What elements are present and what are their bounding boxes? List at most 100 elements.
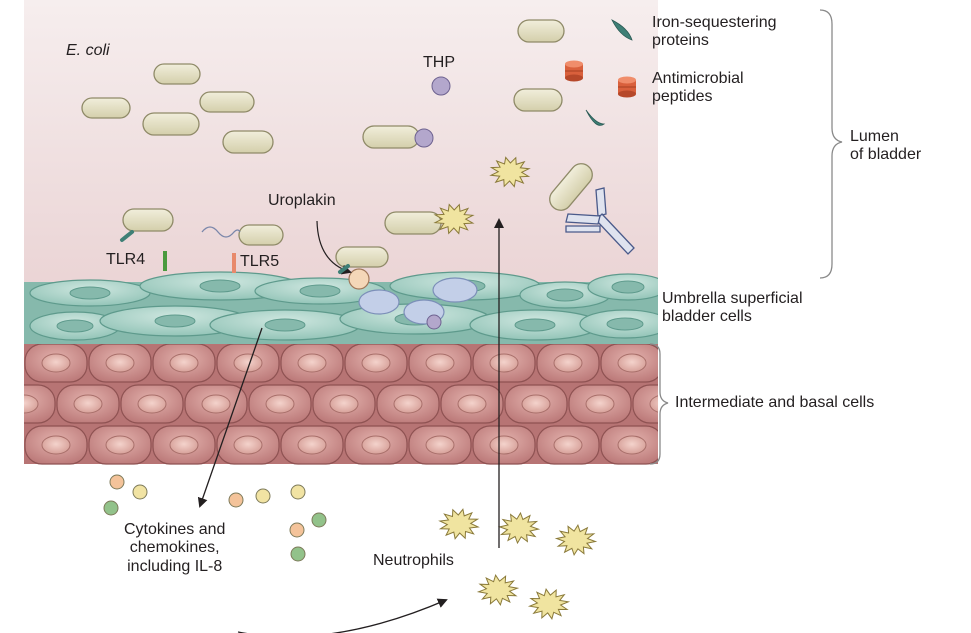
- uroplakin-bacterium-pilus: [338, 264, 350, 274]
- basal-cell: [248, 384, 312, 424]
- iron-sequestering-proteins: [585, 19, 633, 126]
- lumen-brace: [819, 9, 843, 279]
- cytokine-dot: [255, 488, 271, 504]
- e-coli-bacterium: [199, 91, 255, 113]
- umbrella-cell: [209, 309, 361, 341]
- thp-label: THP: [423, 54, 455, 71]
- e-coli-bacterium: [122, 208, 174, 232]
- neutrophil: [433, 203, 475, 235]
- intermediate-basal-cells-label: Intermediate and basal cells: [675, 394, 875, 411]
- iron-sequestering-proteins-label: Iron-sequestering proteins: [652, 14, 777, 50]
- basal-cell: [344, 425, 408, 465]
- basal-cell: [536, 343, 600, 383]
- basal-cell: [280, 343, 344, 383]
- neutrophils-label: Neutrophils: [373, 552, 454, 569]
- antimicrobial-peptides: [565, 60, 636, 98]
- umbrella-cell: [29, 311, 121, 341]
- e-coli-bacteria: [81, 19, 593, 268]
- umbrella-cell: [587, 273, 669, 301]
- basal-cell: [440, 384, 504, 424]
- e-coli-bacterium: [81, 97, 131, 119]
- basal-cell: [88, 425, 152, 465]
- cytokines-label: Cytokines and chemokines, including IL-8: [124, 521, 226, 575]
- basal-cell: [216, 343, 280, 383]
- recruitment-arrow: [237, 598, 448, 633]
- cytokine-dot: [311, 512, 327, 528]
- e-coli-bacterium: [142, 112, 200, 136]
- cytokine-release-arrow: [197, 327, 263, 508]
- neutrophil: [438, 508, 480, 540]
- basal-cell: [216, 425, 280, 465]
- neutrophil: [527, 588, 571, 620]
- basal-cell: [312, 384, 376, 424]
- e-coli-bacterium: [238, 224, 284, 246]
- antibody-icon: [565, 187, 635, 255]
- basal-cell: [472, 343, 536, 383]
- cytokine-dot: [228, 492, 244, 508]
- tlr5-label: TLR5: [240, 253, 280, 270]
- ecoli-label: E. coli: [66, 42, 110, 59]
- basal-cell: [184, 384, 248, 424]
- e-coli-bacterium: [153, 63, 201, 85]
- antimicrobial-peptides-label: Antimicrobial peptides: [652, 70, 744, 106]
- basal-cell: [408, 425, 472, 465]
- basal-cell: [280, 425, 344, 465]
- lumen-of-bladder-label: Lumen of bladder: [850, 128, 922, 164]
- uroplakin-vesicles: [358, 277, 478, 330]
- internalized-thp: [426, 314, 442, 330]
- cytokine-dot: [289, 522, 305, 538]
- basal-cell: [568, 384, 632, 424]
- cytokine-dot: [132, 484, 148, 500]
- e-coli-bacterium: [517, 19, 565, 43]
- umbrella-cells-label: Umbrella superficial bladder cells: [662, 290, 803, 326]
- basal-brace: [649, 343, 669, 465]
- tlr4-receptor: [163, 251, 167, 271]
- basal-cell: [536, 425, 600, 465]
- umbrella-cell: [579, 309, 671, 339]
- basal-cell: [152, 425, 216, 465]
- basal-cell: [120, 384, 184, 424]
- tlr4-label: TLR4: [106, 251, 146, 268]
- e-coli-bacterium: [335, 246, 389, 268]
- basal-cell: [376, 384, 440, 424]
- cytokine-dot: [109, 474, 125, 490]
- basal-cell: [408, 343, 472, 383]
- basal-cell: [24, 425, 88, 465]
- umbrella-cell: [469, 309, 601, 341]
- e-coli-bacterium: [222, 130, 274, 154]
- neutrophil: [489, 156, 531, 188]
- cytokines: [103, 474, 327, 562]
- e-coli-bacterium: [513, 88, 563, 112]
- neutrophil: [476, 573, 520, 607]
- basal-cell: [24, 343, 88, 383]
- basal-cell: [152, 343, 216, 383]
- tlr4-bacterium-pilus: [120, 230, 134, 242]
- uroplakin-label: Uroplakin: [268, 192, 336, 209]
- basal-cell: [88, 343, 152, 383]
- basal-cell: [600, 425, 664, 465]
- tlr5-receptor: [232, 253, 236, 273]
- umbrella-cell: [29, 279, 151, 307]
- cytokine-dot: [290, 546, 306, 562]
- neutrophil: [554, 523, 598, 557]
- neutrophils: [433, 156, 598, 620]
- umbrella-cell: [519, 281, 611, 309]
- basal-cell: [344, 343, 408, 383]
- cytokine-dot: [290, 484, 306, 500]
- intermediate-basal-cells: [0, 340, 698, 470]
- uroplakin-bead: [348, 268, 370, 290]
- flagellum-icon: [201, 226, 241, 238]
- neutrophil: [497, 511, 541, 545]
- e-coli-bacterium: [549, 163, 593, 211]
- thp-free: [431, 76, 451, 96]
- basal-cell: [504, 384, 568, 424]
- basal-cell: [472, 425, 536, 465]
- thp-bound: [414, 128, 434, 148]
- cytokine-dot: [103, 500, 119, 516]
- e-coli-bacterium: [362, 125, 420, 149]
- basal-cell: [56, 384, 120, 424]
- thp-molecules: [414, 76, 451, 148]
- e-coli-bacterium: [384, 211, 442, 235]
- basal-cell: [600, 343, 664, 383]
